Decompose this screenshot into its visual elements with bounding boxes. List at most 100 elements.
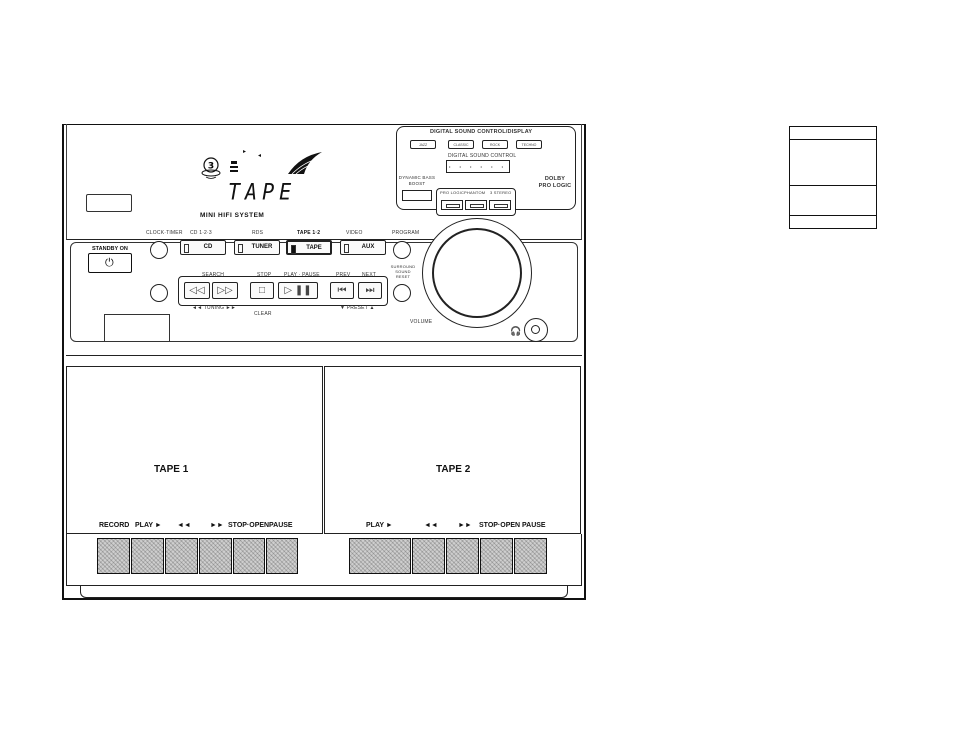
dsc-title: DIGITAL SOUND CONTROL/DISPLAY bbox=[430, 129, 533, 135]
play-pause-button[interactable]: ▷ ❚❚ bbox=[278, 282, 318, 299]
dsc-sub-title: DIGITAL SOUND CONTROL bbox=[448, 153, 517, 159]
phantom-label: PHANTOM bbox=[464, 190, 486, 195]
power-icon: ⏻ bbox=[105, 256, 114, 269]
play-pause-label: PLAY · PAUSE bbox=[284, 272, 320, 278]
rds-label: RDS bbox=[252, 230, 264, 236]
tape-12-label: TAPE 1·2 bbox=[297, 230, 321, 236]
tape1-record-key[interactable] bbox=[97, 538, 130, 574]
dsc-button-techno[interactable]: TECHNO bbox=[516, 140, 542, 149]
dsc-level-indicator: • • • • • • bbox=[446, 160, 510, 173]
clock-timer-label: CLOCK·TIMER bbox=[146, 230, 183, 236]
indicator-arrow-icon: ▸ bbox=[243, 149, 247, 155]
tape2-play-label: PLAY ► bbox=[366, 522, 393, 529]
volume-label: VOLUME bbox=[410, 319, 433, 325]
tuning-label: ◄◄ TUNING ►► bbox=[192, 305, 237, 311]
ir-sensor-window bbox=[86, 194, 132, 212]
card-slot bbox=[104, 314, 170, 342]
standby-button[interactable]: ⏻ bbox=[88, 253, 132, 273]
clear-label: CLEAR bbox=[254, 311, 272, 317]
pro-logic-label: PRO LOGIC bbox=[440, 190, 465, 195]
tape-2-title: TAPE 2 bbox=[436, 464, 471, 475]
index-box-divider bbox=[790, 139, 876, 140]
dsc-button-rock[interactable]: ROCK bbox=[482, 140, 508, 149]
rewind-icon: ◁◁ bbox=[189, 285, 205, 296]
deck-key-panel bbox=[66, 534, 582, 586]
index-box-divider bbox=[790, 215, 876, 216]
tape1-pause-label: PAUSE bbox=[269, 522, 293, 529]
clock-timer-button[interactable] bbox=[150, 241, 168, 259]
model-name: MINI HIFI SYSTEM bbox=[200, 212, 265, 219]
tuner-button[interactable]: TUNER bbox=[234, 240, 280, 255]
tape2-pause-key[interactable] bbox=[514, 538, 547, 574]
preset-label: ▼ PRESET ▲ bbox=[340, 305, 375, 311]
video-label: VIDEO bbox=[346, 230, 363, 236]
disc-changer-icon: 3 bbox=[200, 156, 222, 179]
tape1-record-label: RECORD bbox=[99, 522, 130, 529]
tape2-rewind-label: ◄◄ bbox=[424, 522, 438, 529]
fast-forward-icon: ▷▷ bbox=[217, 285, 233, 296]
fast-forward-button[interactable]: ▷▷ bbox=[212, 282, 238, 299]
tape1-stop-open-key[interactable] bbox=[233, 538, 265, 574]
display-panel bbox=[66, 124, 582, 240]
tape1-pause-key[interactable] bbox=[266, 538, 298, 574]
tape2-ff-key[interactable] bbox=[446, 538, 479, 574]
tape1-rewind-key[interactable] bbox=[165, 538, 198, 574]
tape-1-title: TAPE 1 bbox=[154, 464, 189, 475]
stack-icon bbox=[229, 160, 239, 174]
surround-label: SURROUND SOUND RESET bbox=[390, 264, 416, 279]
transport-group bbox=[178, 276, 388, 306]
index-box bbox=[789, 126, 877, 229]
aux-round-button[interactable] bbox=[150, 284, 168, 302]
aux-button[interactable]: AUX bbox=[340, 240, 386, 255]
tape-button[interactable]: TAPE bbox=[286, 240, 332, 255]
prev-label: PREV bbox=[336, 272, 351, 278]
indicator-arrow-icon: ◂ bbox=[258, 153, 262, 159]
next-label: NEXT bbox=[362, 272, 377, 278]
headphones-icon: 🎧 bbox=[510, 326, 522, 336]
volume-knob[interactable] bbox=[432, 228, 522, 318]
dsc-button-jazz[interactable]: JAZZ bbox=[410, 140, 436, 149]
stop-button[interactable]: □ bbox=[250, 282, 274, 299]
stop-icon: □ bbox=[258, 285, 266, 296]
prev-button[interactable]: ⏮ bbox=[330, 282, 354, 299]
dbb-button[interactable] bbox=[402, 190, 432, 201]
tape1-ff-label: ►► bbox=[210, 522, 224, 529]
surround-button[interactable] bbox=[393, 284, 411, 302]
3-stereo-button[interactable] bbox=[489, 200, 511, 210]
next-button[interactable]: ⏭ bbox=[358, 282, 382, 299]
tape-deck-2 bbox=[324, 366, 581, 534]
program-button[interactable] bbox=[393, 241, 411, 259]
tape2-stop-open-key[interactable] bbox=[480, 538, 513, 574]
3-stereo-label: 3 STEREO bbox=[490, 190, 512, 195]
dolby-logo: DOLBY PRO LOGIC bbox=[538, 176, 572, 189]
phantom-button[interactable] bbox=[465, 200, 487, 210]
tape2-pause-label: PAUSE bbox=[522, 522, 546, 529]
tape1-stop-open-label: STOP·OPEN bbox=[228, 522, 270, 529]
unit-foot bbox=[80, 586, 568, 598]
headphone-jack[interactable] bbox=[524, 318, 548, 342]
standby-label: STANDBY ON bbox=[92, 246, 128, 252]
headphone-jack-inner bbox=[531, 325, 540, 334]
svg-text:3: 3 bbox=[208, 162, 214, 172]
tape2-ff-label: ►► bbox=[458, 522, 472, 529]
tape2-play-key[interactable] bbox=[349, 538, 411, 574]
index-box-divider bbox=[790, 185, 876, 186]
program-label: PROGRAM bbox=[392, 230, 420, 236]
rewind-button[interactable]: ◁◁ bbox=[184, 282, 210, 299]
cd-123-label: CD 1·2·3 bbox=[190, 230, 212, 236]
cd-button[interactable]: CD bbox=[180, 240, 226, 255]
wave-logo-icon bbox=[286, 150, 326, 176]
tape-deck-1 bbox=[66, 366, 323, 534]
tape1-play-key[interactable] bbox=[131, 538, 164, 574]
pro-logic-button[interactable] bbox=[441, 200, 463, 210]
stop-label: STOP bbox=[257, 272, 272, 278]
prev-icon: ⏮ bbox=[337, 285, 347, 296]
tape1-ff-key[interactable] bbox=[199, 538, 232, 574]
search-label: SEARCH bbox=[202, 272, 225, 278]
tape1-play-label: PLAY ► bbox=[135, 522, 162, 529]
dsc-button-classic[interactable]: CLASSIC bbox=[448, 140, 474, 149]
tape2-rewind-key[interactable] bbox=[412, 538, 445, 574]
display-screen-text: TAPE bbox=[228, 178, 297, 206]
next-icon: ⏭ bbox=[365, 285, 375, 296]
control-panel bbox=[66, 240, 582, 356]
